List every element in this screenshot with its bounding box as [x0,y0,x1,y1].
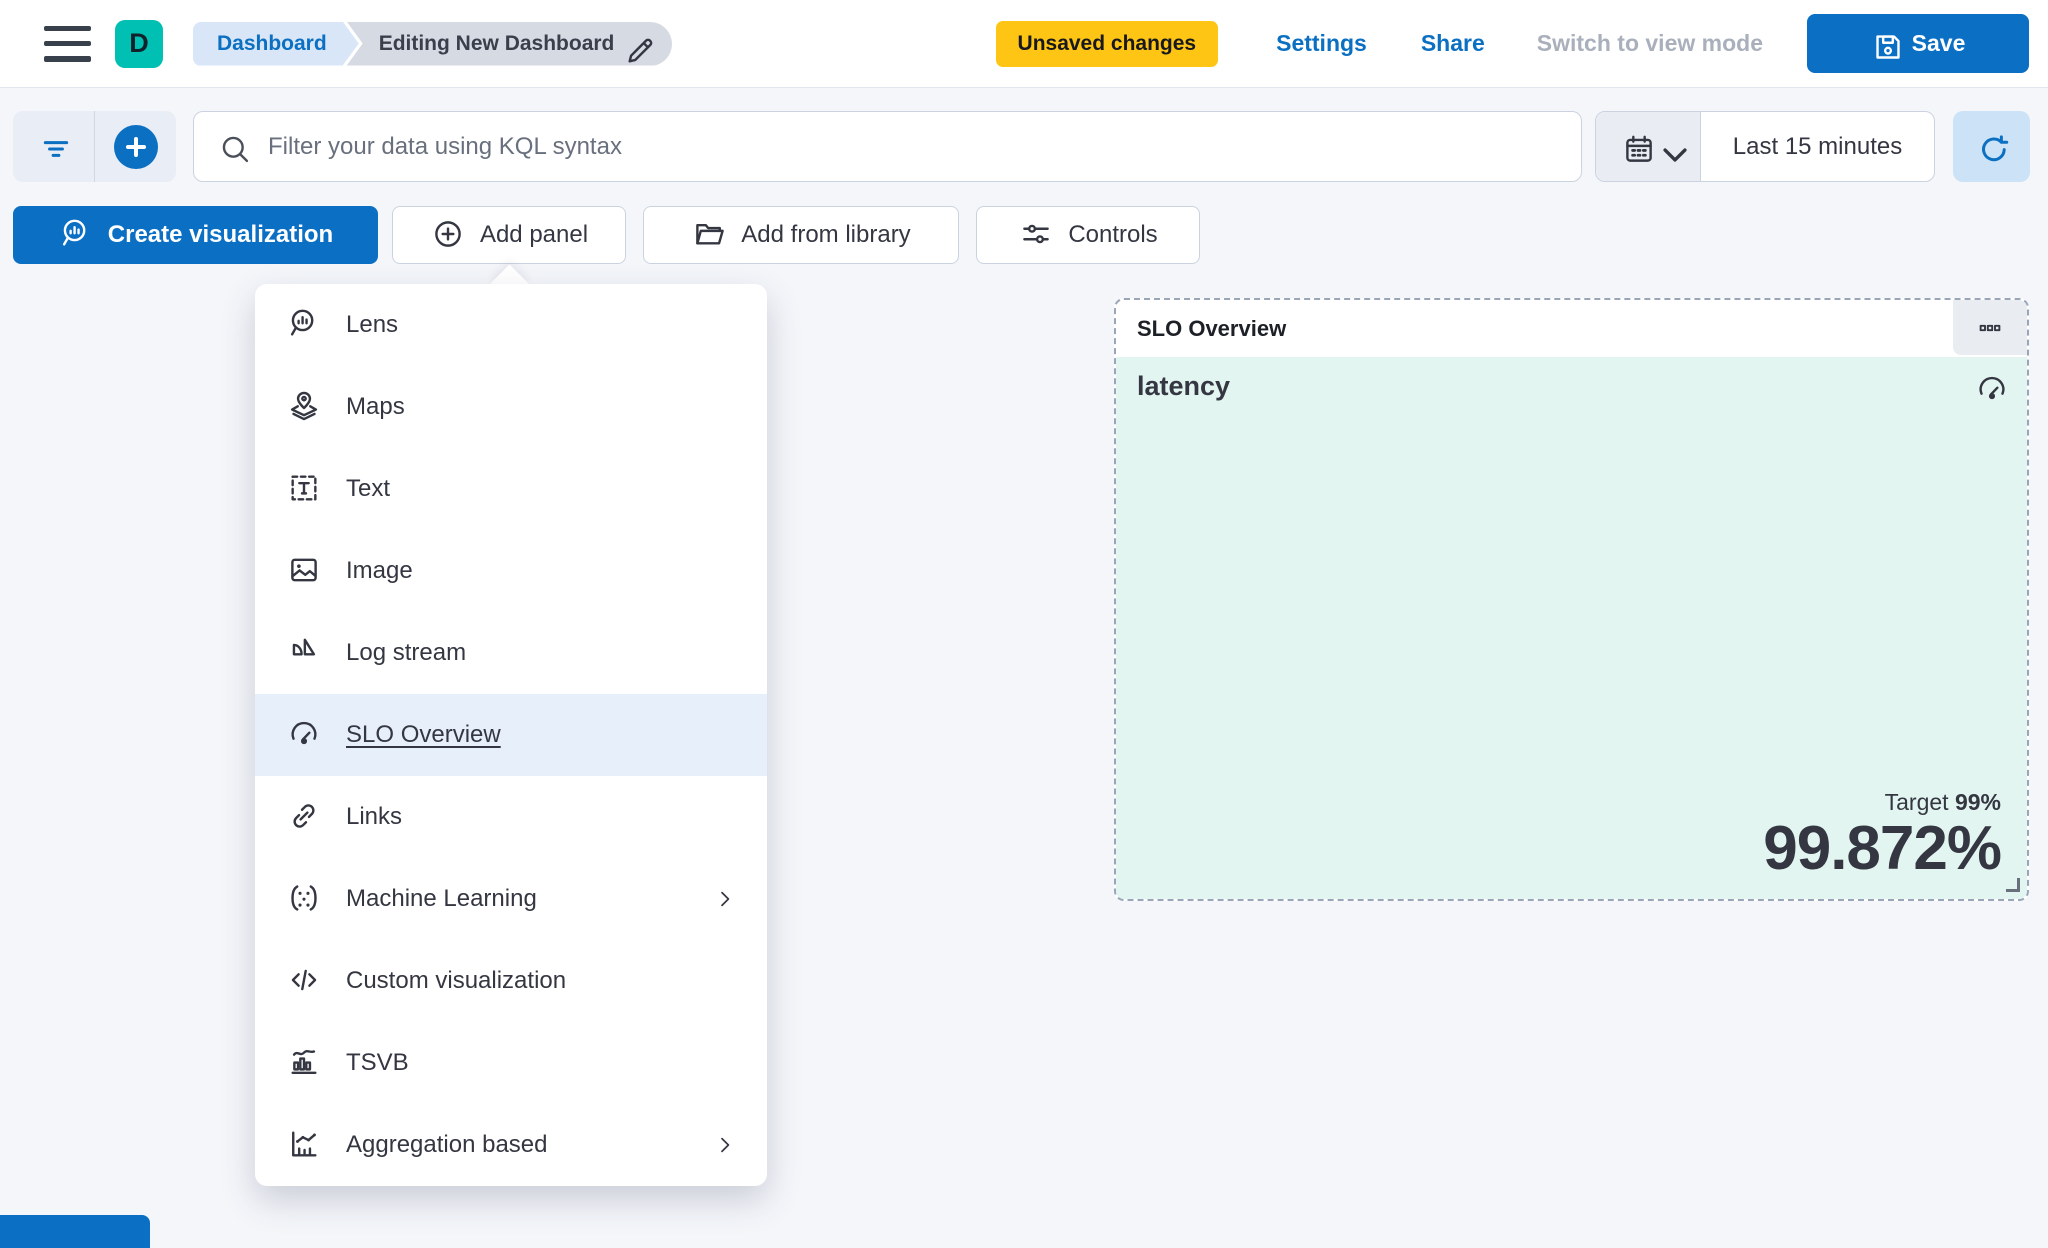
slo-value: 99.872% [1763,814,2002,884]
create-visualization-label: Create visualization [107,221,334,248]
add-panel-label: Add panel [479,221,589,248]
space-avatar[interactable]: D [115,19,163,68]
new-panel-placeholder [0,1215,150,1248]
menu-item-label: SLO Overview [346,721,501,748]
breadcrumb-editing[interactable]: Editing New Dashboard [346,21,673,66]
maps-icon [287,389,323,425]
add-filter-button[interactable] [95,111,176,182]
panel-options-button[interactable] [1953,300,2027,355]
plus-circle-outline-icon [430,217,466,253]
menu-item-tsvb[interactable]: TSVB [255,1022,767,1104]
filter-list-button[interactable] [13,111,95,182]
add-panel-button[interactable]: Add panel [392,206,626,264]
filter-bar: Last 15 minutes [0,88,2048,191]
menu-item-label: TSVB [346,1049,409,1076]
menu-item-text[interactable]: Text [255,448,767,530]
breadcrumb: Dashboard Editing New Dashboard [193,21,673,66]
search-icon [218,132,249,162]
save-button[interactable]: Save [1807,14,2029,73]
time-picker: Last 15 minutes [1595,111,1935,182]
filter-button-group [13,111,176,182]
slo-overview-panel: SLO Overview latency Target 99% 99.872% [1114,298,2029,901]
slo-target-value: 99% [1954,789,2001,816]
panel-title: SLO Overview [1137,315,1287,341]
menu-item-label: Maps [346,393,405,420]
kql-search-input[interactable] [268,132,1557,161]
slo-target-label: Target [1884,789,1949,816]
controls-button[interactable]: Controls [976,206,1200,264]
time-picker-calendar-button[interactable] [1596,112,1701,181]
menu-item-label: Machine Learning [346,885,537,912]
gauge-icon [287,717,323,753]
menu-item-slo-overview[interactable]: SLO Overview [255,694,767,776]
menu-item-label: Text [346,475,391,502]
calendar-icon [1622,132,1652,162]
menu-item-lens[interactable]: Lens [255,284,767,366]
add-panel-menu: Lens Maps Text Image Log stream SLO Over… [255,284,767,1186]
slo-panel-body: latency Target 99% 99.872% [1116,357,2027,899]
menu-item-label: Aggregation based [346,1131,548,1158]
controls-label: Controls [1068,221,1158,248]
menu-item-label: Lens [346,311,399,338]
text-icon [287,471,323,507]
tsvb-icon [287,1045,323,1081]
add-from-library-label: Add from library [741,221,911,248]
menu-item-custom-visualization[interactable]: Custom visualization [255,940,767,1022]
top-header: D Dashboard Editing New Dashboard Unsave… [0,0,2048,88]
create-visualization-button[interactable]: Create visualization [13,206,378,264]
menu-item-label: Log stream [346,639,467,666]
filter-icon [39,132,69,162]
chevron-right-icon [713,887,737,911]
settings-link[interactable]: Settings [1276,30,1367,56]
menu-item-image[interactable]: Image [255,530,767,612]
unsaved-changes-badge: Unsaved changes [995,20,1219,67]
lens-icon [58,217,94,253]
menu-item-log-stream[interactable]: Log stream [255,612,767,694]
refresh-button[interactable] [1953,111,2030,182]
menu-item-label: Image [346,557,413,584]
panel-resize-handle[interactable] [2006,878,2020,892]
machine-learning-icon [287,881,323,917]
plus-circle-icon [113,124,158,169]
aggregation-icon [287,1127,323,1163]
panel-header: SLO Overview [1116,300,2027,357]
switch-view-mode-link[interactable]: Switch to view mode [1536,30,1763,56]
folder-icon [691,217,727,253]
pencil-icon [624,33,653,63]
menu-item-maps[interactable]: Maps [255,366,767,448]
sliders-icon [1018,217,1054,253]
menu-hamburger-icon[interactable] [44,25,91,62]
breadcrumb-editing-label: Editing New Dashboard [378,31,615,55]
chevron-right-icon [713,1133,737,1157]
menu-item-aggregation-based[interactable]: Aggregation based [255,1104,767,1186]
image-icon [287,553,323,589]
menu-item-machine-learning[interactable]: Machine Learning [255,858,767,940]
slo-kpi: Target 99% 99.872% [1763,789,2002,884]
refresh-icon [1977,132,2008,162]
menu-item-links[interactable]: Links [255,776,767,858]
gauge-icon [1975,372,2006,403]
save-button-label: Save [1911,30,1966,56]
chevron-down-icon [1658,138,1687,162]
boxes-horizontal-icon [1978,316,2002,340]
time-range-value[interactable]: Last 15 minutes [1732,132,1903,160]
save-icon [1871,30,1900,59]
share-link[interactable]: Share [1420,30,1485,56]
code-icon [287,963,323,999]
menu-item-label: Links [346,803,403,830]
link-icon [287,799,323,835]
lens-icon [287,307,323,343]
menu-item-label: Custom visualization [346,967,567,994]
slo-metric-name: latency [1137,371,1231,401]
kql-search-box [193,111,1582,182]
log-stream-icon [287,635,323,671]
add-from-library-button[interactable]: Add from library [643,206,959,264]
breadcrumb-dashboard[interactable]: Dashboard [193,22,359,66]
